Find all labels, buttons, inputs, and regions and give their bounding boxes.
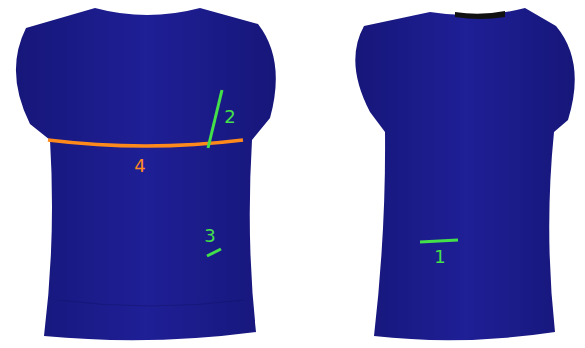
shirt-front (16, 8, 276, 340)
callout-number: 4 (134, 157, 145, 175)
collar-band (455, 11, 505, 19)
shirt-back (355, 8, 574, 340)
measure-line (207, 249, 221, 256)
measure-line (48, 140, 243, 146)
callout-number: 2 (224, 108, 235, 126)
measure-line (208, 90, 222, 148)
shirt-seam (58, 300, 245, 306)
callout-number: 3 (204, 227, 215, 245)
measure-line (420, 240, 458, 242)
callout-number: 1 (434, 248, 445, 266)
